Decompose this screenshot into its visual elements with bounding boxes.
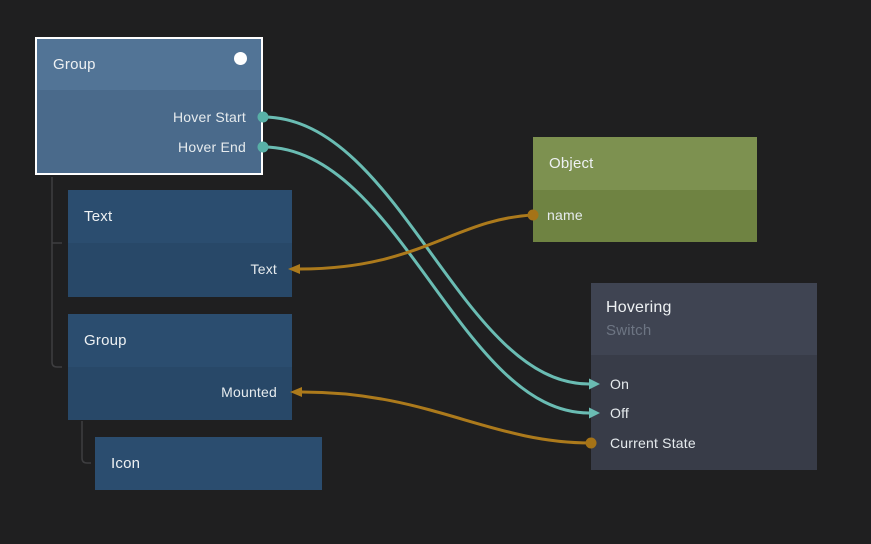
wire-hover-end-to-off[interactable] [262,145,590,415]
output-dot-current-state[interactable] [585,437,597,449]
port-on[interactable]: On [610,376,630,392]
node-subtitle: Switch [606,322,652,339]
tree-line-group-icon [81,421,91,464]
node-title: Group [53,56,96,73]
output-dot-hover-start[interactable] [257,111,269,123]
node-object[interactable]: Object name [533,137,757,242]
port-mounted[interactable]: Mounted [221,384,277,400]
wire-current-state-to-mounted[interactable] [301,390,592,445]
port-name[interactable]: name [547,207,583,223]
input-arrow-text[interactable] [288,264,300,274]
input-arrow-on[interactable] [589,378,600,390]
node-icon[interactable]: Icon [95,437,322,490]
tree-line-group-children [51,177,62,368]
wire-name-to-text[interactable] [299,213,534,271]
output-dot-name[interactable] [527,209,539,221]
node-header: Group [68,314,292,367]
node-title: Text [84,208,113,225]
node-header: Hovering Switch [591,283,817,355]
node-title: Hovering [606,299,672,316]
live-indicator-dot [234,52,247,65]
node-group-child[interactable]: Group Mounted [68,314,292,420]
node-header: Group [37,39,261,90]
input-arrow-mounted[interactable] [290,387,302,397]
input-arrow-off[interactable] [589,407,600,419]
node-header: Text [68,190,292,243]
port-hover-start[interactable]: Hover Start [173,109,246,125]
wire-hover-start-to-on[interactable] [262,115,590,386]
node-header: Icon [95,437,322,490]
node-text[interactable]: Text Text [68,190,292,297]
node-group-selected[interactable]: Group Hover Start Hover End [35,37,263,175]
node-hovering-switch[interactable]: Hovering Switch On Off Current State [591,283,817,470]
output-dot-hover-end[interactable] [257,141,269,153]
node-header: Object [533,137,757,190]
node-title: Group [84,332,127,349]
node-title: Object [549,155,594,172]
node-title: Icon [111,455,141,472]
port-text[interactable]: Text [250,261,277,277]
port-off[interactable]: Off [610,405,630,421]
port-hover-end[interactable]: Hover End [178,139,246,155]
port-current-state[interactable]: Current State [610,435,696,451]
